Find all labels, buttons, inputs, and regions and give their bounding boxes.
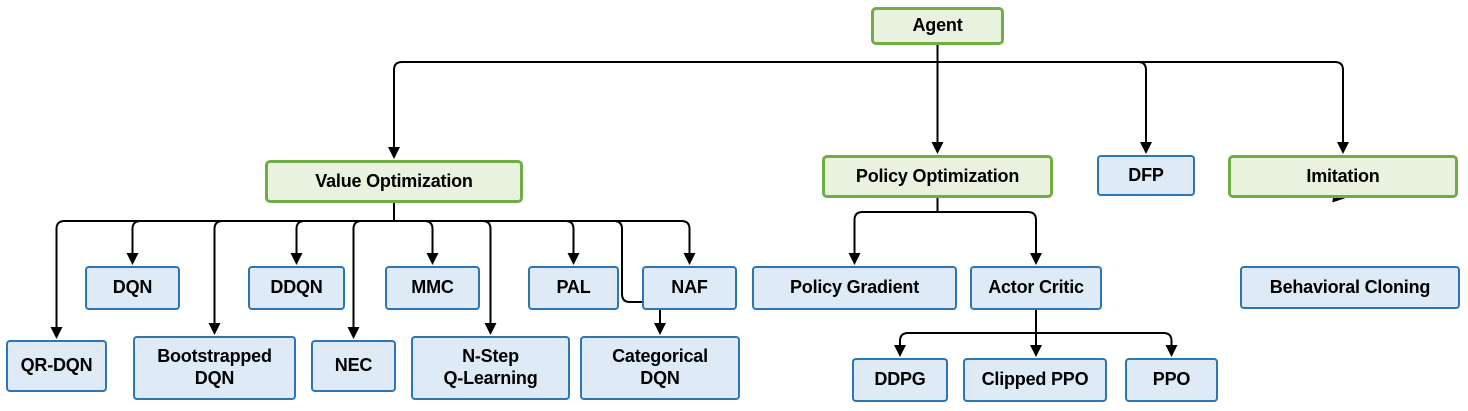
node-label-bootstrapped-dqn: Bootstrapped DQN (157, 346, 272, 388)
node-behavioral-cloning: Behavioral Cloning (1240, 266, 1460, 309)
node-imitation: Imitation (1228, 155, 1458, 198)
node-dfp: DFP (1097, 155, 1195, 196)
edge-actor-critic-to-ppo (1035, 310, 1178, 357)
edge-value-optimization-to-pal (393, 203, 580, 265)
node-label-categorical-dqn: Categorical DQN (612, 346, 708, 388)
node-ddqn: DDQN (248, 266, 345, 310)
node-label-agent: Agent (912, 15, 963, 36)
node-qr-dqn: QR-DQN (6, 340, 107, 392)
node-label-value-optimization: Value Optimization (315, 170, 473, 191)
node-label-ddqn: DDQN (270, 277, 323, 298)
node-clipped-ppo: Clipped PPO (963, 358, 1107, 402)
node-nec: NEC (311, 340, 396, 392)
node-label-imitation: Imitation (1306, 165, 1380, 186)
node-actor-critic: Actor Critic (970, 266, 1102, 310)
node-label-mmc: MMC (411, 277, 454, 298)
edge-policy-optimization-to-policy-gradient (848, 198, 939, 265)
edge-policy-optimization-to-actor-critic (936, 198, 1042, 265)
node-mmc: MMC (385, 266, 480, 310)
node-label-dqn: DQN (112, 277, 153, 298)
edge-agent-to-value-optimization (388, 45, 939, 159)
node-label-ddpg: DDPG (874, 369, 926, 390)
node-n-step-q-learning: N-Step Q-Learning (411, 336, 570, 400)
node-label-clipped-ppo: Clipped PPO (981, 369, 1089, 390)
node-pal: PAL (528, 266, 619, 310)
node-label-n-step-q-learning: N-Step Q-Learning (443, 346, 538, 388)
node-label-actor-critic: Actor Critic (988, 277, 1084, 298)
node-categorical-dqn: Categorical DQN (580, 336, 740, 400)
edge-value-optimization-to-ddqn (290, 203, 395, 265)
edge-agent-to-imitation (936, 45, 1349, 154)
edge-agent-to-dfp (936, 45, 1152, 154)
edge-value-optimization-to-mmc (393, 203, 439, 265)
node-label-naf: NAF (671, 277, 708, 298)
node-ppo: PPO (1125, 358, 1218, 402)
node-value-optimization: Value Optimization (265, 160, 523, 203)
node-dqn: DQN (85, 266, 180, 310)
node-label-policy-gradient: Policy Gradient (789, 277, 920, 298)
node-ddpg: DDPG (852, 358, 948, 402)
node-label-ppo: PPO (1152, 369, 1191, 390)
node-label-dfp: DFP (1128, 164, 1164, 185)
edge-value-optimization-to-naf (393, 203, 696, 265)
edge-value-optimization-to-dqn (126, 203, 395, 265)
node-label-behavioral-cloning: Behavioral Cloning (1269, 276, 1431, 297)
node-naf: NAF (642, 266, 737, 310)
node-label-pal: PAL (556, 277, 591, 298)
node-bootstrapped-dqn: Bootstrapped DQN (133, 336, 296, 400)
node-policy-gradient: Policy Gradient (752, 266, 957, 310)
node-label-qr-dqn: QR-DQN (20, 355, 93, 376)
node-label-policy-optimization: Policy Optimization (855, 165, 1020, 186)
edge-actor-critic-to-ddpg (894, 310, 1037, 357)
node-agent: Agent (871, 7, 1004, 45)
node-label-nec: NEC (334, 355, 373, 376)
node-policy-optimization: Policy Optimization (822, 155, 1053, 198)
